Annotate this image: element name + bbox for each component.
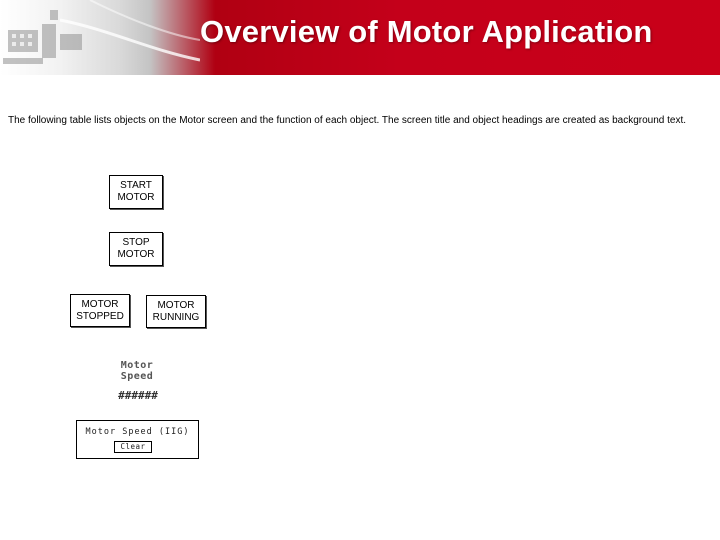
motor-running-indicator: MOTOR RUNNING [146, 295, 206, 328]
motor-speed-label-line2: Speed [120, 371, 154, 382]
intro-text: The following table lists objects on the… [8, 115, 687, 126]
motor-running-label-line2: RUNNING [152, 311, 200, 323]
start-motor-button[interactable]: START MOTOR [109, 175, 163, 209]
motor-speed-entry-label: Motor Speed (IIG) [85, 427, 190, 437]
motor-stopped-label-line1: MOTOR [81, 298, 119, 310]
motor-speed-label: Motor Speed [112, 360, 162, 382]
header-banner: Overview of Motor Application [0, 0, 720, 75]
page-title: Overview of Motor Application [200, 14, 653, 49]
motor-speed-entry[interactable]: Motor Speed (IIG) Clear [76, 420, 199, 459]
start-motor-label-line2: MOTOR [117, 192, 155, 203]
clear-button[interactable]: Clear [114, 441, 152, 453]
start-motor-label-line1: START [120, 180, 152, 191]
stop-motor-label-line2: MOTOR [117, 249, 155, 260]
motor-speed-label-line1: Motor [120, 360, 154, 371]
stop-motor-label-line1: STOP [122, 237, 150, 248]
circuit-graphic [3, 0, 200, 64]
motor-speed-display: ###### [118, 389, 158, 402]
motor-running-label-line1: MOTOR [157, 299, 195, 311]
motor-stopped-indicator: MOTOR STOPPED [70, 294, 130, 327]
stop-motor-button[interactable]: STOP MOTOR [109, 232, 163, 266]
motor-stopped-label-line2: STOPPED [76, 310, 124, 322]
